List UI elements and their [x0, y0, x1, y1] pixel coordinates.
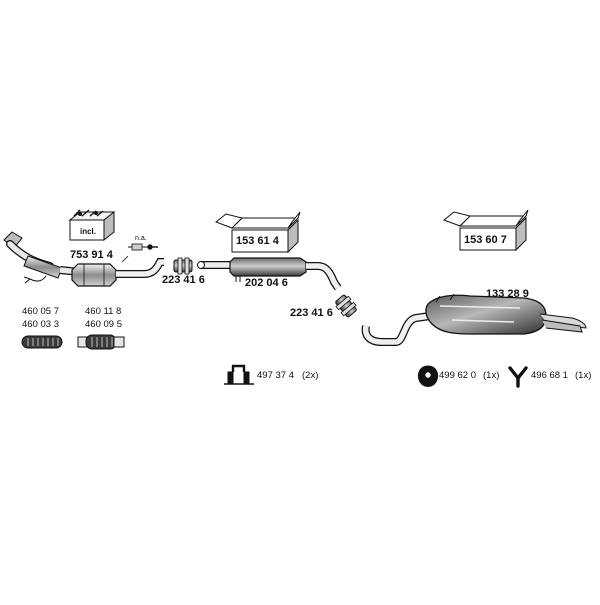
sensor-note-label: n.a. — [135, 235, 147, 242]
flex-pipe-short-number-2: 460 03 3 — [22, 319, 59, 330]
catalytic-kit-label: incl. — [80, 227, 97, 236]
rear-silencer-number: 133 28 9 — [486, 288, 529, 300]
flex-pipe-short-number-1: 460 05 7 — [22, 306, 59, 317]
catalytic-converter-icon — [3, 231, 164, 287]
rubber-ring-icon — [417, 365, 439, 387]
pipe-clamp-front-icon — [173, 257, 193, 275]
accessory-hanger-qty: (1x) — [575, 370, 592, 381]
mounting-bracket-icon — [224, 364, 254, 385]
flex-pipe-short-icon — [21, 335, 63, 349]
front-silencer-kit-box-icon — [215, 211, 301, 254]
front-silencer-kit-number: 153 61 4 — [236, 235, 279, 247]
flex-pipe-long-number-2: 460 09 5 — [85, 319, 122, 330]
rear-silencer-kit-number: 153 60 7 — [464, 234, 507, 246]
rubber-hanger-icon — [508, 366, 528, 388]
front-silencer-icon — [197, 257, 342, 291]
rear-silencer-kit-box-icon — [443, 209, 529, 252]
flex-pipe-long-number-1: 460 11 8 — [85, 306, 122, 317]
clamp-front-number: 223 41 6 — [162, 274, 205, 286]
clamp-rear-number: 223 41 6 — [290, 307, 333, 319]
pipe-clamp-rear-icon — [335, 294, 357, 318]
accessory-bracket-number: 497 37 4 — [257, 370, 294, 381]
catalytic-converter-number: 753 91 4 — [70, 249, 113, 261]
accessory-ring-number: 499 62 0 — [439, 370, 476, 381]
rear-silencer-icon — [361, 293, 587, 346]
lambda-sensor-icon — [128, 243, 158, 251]
accessory-ring-qty: (1x) — [483, 370, 500, 381]
flex-pipe-long-icon — [77, 334, 125, 350]
accessory-bracket-qty: (2x) — [302, 370, 319, 381]
catalytic-converter-kit-box-icon — [68, 209, 116, 242]
front-silencer-number: 202 04 6 — [245, 277, 288, 289]
accessory-hanger-number: 496 68 1 — [531, 370, 568, 381]
